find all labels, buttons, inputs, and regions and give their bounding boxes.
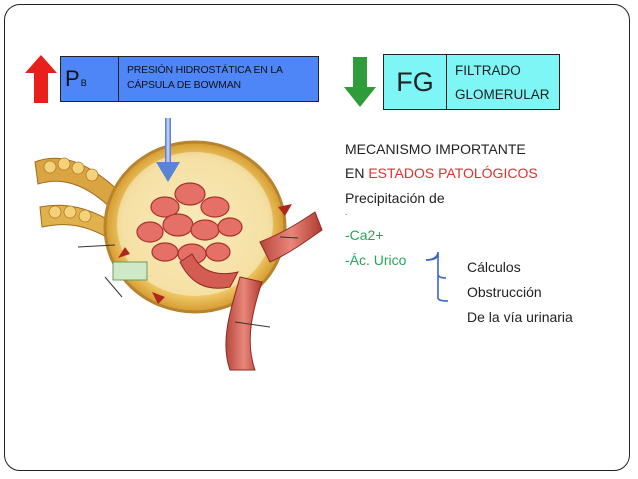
filtration-line-1: FILTRADO [455,63,521,78]
pressure-symbol-letter: P [65,66,80,91]
filtration-description: FILTRADO GLOMERULAR [447,55,559,109]
decrease-arrow-icon [344,57,376,107]
obstruction-item: Obstrucción [467,284,542,300]
uric-acid-item: -Ác. Urico [345,252,407,268]
urinary-tract-item: De la vía urinaria [467,309,573,325]
pressure-line-1: PRESIÓN HIDROSTÁTICA EN LA [127,64,283,76]
mechanism-heading: MECANISMO IMPORTANTE [345,141,526,157]
precipitation-label: Precipitación de [345,190,445,206]
pathological-states: ESTADOS PATOLÓGICOS [368,165,538,181]
in-prefix: EN [345,165,369,181]
calcium-item: -Ca2+ [345,227,384,243]
calculi-item: Cálculos [467,259,521,275]
pressure-symbol-subscript: B [80,78,87,88]
stray-dot: . [345,208,348,217]
pressure-line-2: CÁPSULA DE BOWMAN [127,79,241,91]
pathological-states-line: EN ESTADOS PATOLÓGICOS [345,165,538,181]
bowman-capsule-illustration [34,118,323,371]
glomerular-filtration-box: FG FILTRADO GLOMERULAR [383,54,560,110]
slide-frame [4,4,630,471]
pressure-description: PRESIÓN HIDROSTÁTICA EN LA CÁPSULA DE BO… [119,57,318,101]
filtration-line-2: GLOMERULAR [455,87,550,102]
consequence-bracket [425,251,449,302]
increase-arrow-icon [25,55,57,103]
filtration-symbol: FG [384,55,447,109]
